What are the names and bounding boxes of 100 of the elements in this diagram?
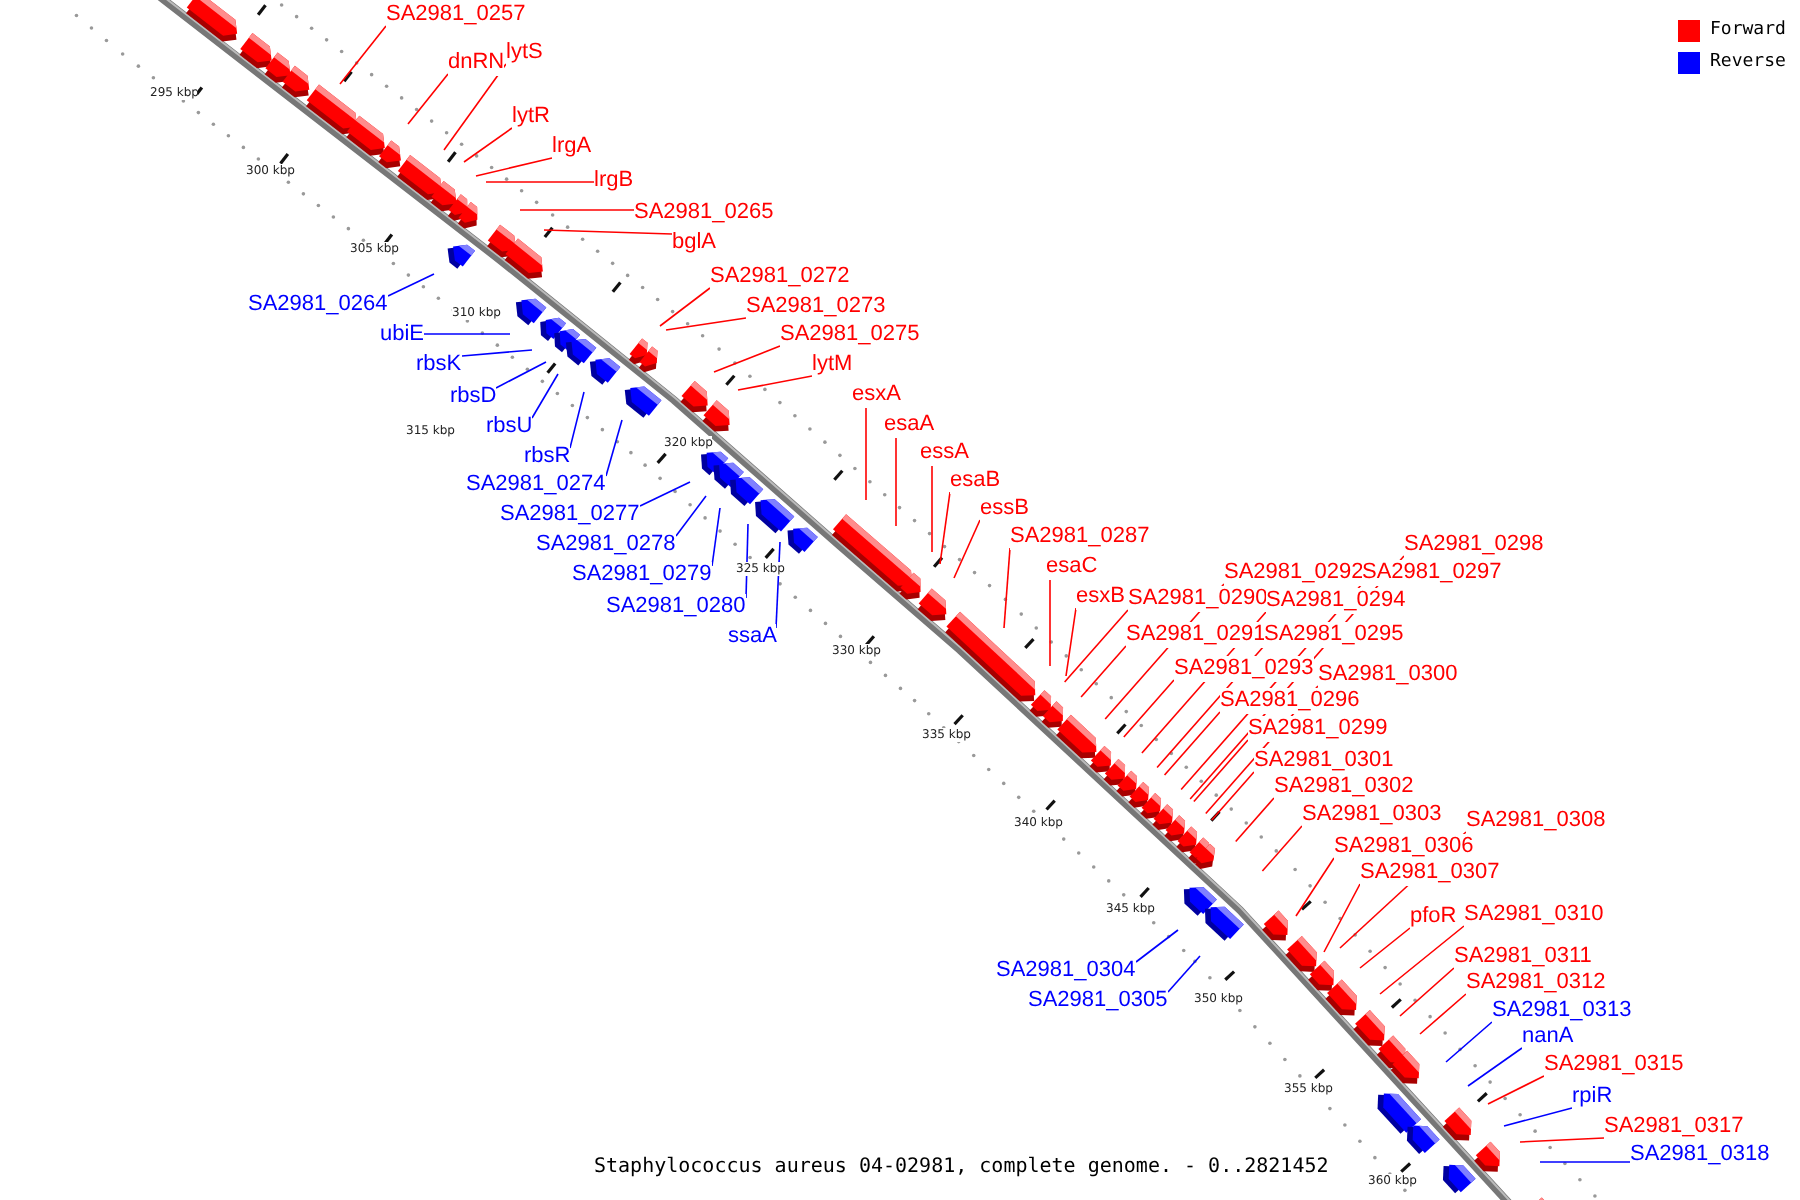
leader-line (713, 345, 781, 373)
gene-label: esaA (884, 412, 935, 438)
gene-label: SA2981_0296 (1220, 688, 1360, 714)
leader-line (1123, 679, 1175, 738)
leader-line (1467, 1047, 1523, 1087)
leader-line (387, 273, 435, 297)
gene-label: SA2981_0294 (1266, 588, 1406, 614)
gene-label: esaC (1046, 554, 1098, 580)
leader-line (543, 229, 673, 235)
gene-label: SA2981_0318 (1630, 1142, 1770, 1168)
gene-label: lytR (512, 104, 550, 130)
leader-line (1487, 1075, 1545, 1105)
gene-label: SA2981_0291 (1126, 622, 1266, 648)
leader-line (659, 287, 711, 327)
leader-line (675, 495, 707, 537)
gene-label: SA2981_0312 (1466, 970, 1606, 996)
gene-label: rpiR (1572, 1084, 1613, 1110)
leader-line (1063, 609, 1129, 683)
leader-line (895, 435, 897, 527)
leader-line (1080, 645, 1127, 698)
leader-line (461, 349, 533, 357)
gene-label: essB (980, 496, 1029, 522)
gene-label: SA2981_0315 (1544, 1052, 1684, 1078)
gene-label: SA2981_0264 (248, 292, 388, 318)
leader-line (1065, 607, 1077, 677)
leader-line (1503, 1107, 1573, 1127)
leader-line (775, 541, 781, 629)
caption: Staphylococcus aureus 04-02981, complete genome. - 0..2821452 (594, 1156, 1329, 1180)
leader-line (1399, 967, 1455, 1017)
leader-line (1234, 797, 1275, 843)
leader-line (931, 463, 933, 553)
gene-label: SA2981_0305 (1028, 988, 1168, 1014)
leader-line (1539, 1161, 1631, 1163)
gene-label: esxA (852, 382, 901, 408)
gene-label: SA2981_0292 (1224, 560, 1364, 586)
gene-label: esxB (1076, 584, 1125, 610)
leader-line (339, 25, 387, 85)
gene-label: lytM (812, 352, 853, 378)
gene-label: SA2981_0304 (996, 958, 1136, 984)
gene-label: SA2981_0311 (1454, 944, 1592, 970)
leader-line (639, 481, 691, 507)
leader-line (939, 491, 951, 565)
leader-line (1135, 929, 1179, 963)
gene-label: SA2981_0298 (1404, 532, 1544, 558)
gene-label: SA2981_0300 (1318, 662, 1458, 688)
gene-label: SA2981_0317 (1604, 1114, 1744, 1140)
leader-line (1419, 993, 1467, 1035)
gene-label: SA2981_0293 (1174, 656, 1314, 682)
gene-label: SA2981_0307 (1360, 860, 1500, 886)
gene-label: SA2981_0308 (1466, 808, 1606, 834)
leader-line (1193, 739, 1249, 803)
leader-line (569, 391, 585, 449)
gene-label: SA2981_0306 (1334, 834, 1474, 860)
gene-label: pfoR (1410, 904, 1457, 930)
leader-line (1163, 711, 1221, 776)
leader-line (605, 419, 623, 477)
gene-label: SA2981_0280 (606, 594, 746, 620)
gene-label: SA2981_0275 (780, 322, 920, 348)
gene-label: SA2981_0265 (634, 200, 774, 226)
leader-line (865, 405, 867, 501)
gene-label: SA2981_0290 (1128, 586, 1268, 612)
legend-label: Forward (1710, 20, 1786, 42)
leader-line (407, 73, 449, 125)
gene-label: bglA (672, 230, 717, 256)
leader-line (1519, 1137, 1605, 1143)
gene-label: SA2981_0272 (710, 264, 850, 290)
leader-line (475, 157, 553, 177)
leader-line (485, 181, 595, 183)
gene-label: lrgA (552, 134, 592, 160)
gene-label: nanA (1522, 1024, 1574, 1050)
gene-label: SA2981_0303 (1302, 802, 1442, 828)
leader-line (1379, 925, 1465, 995)
gene-label: esaB (950, 468, 1001, 494)
leader-line (1323, 883, 1361, 953)
leader-line (1003, 547, 1011, 629)
gene-label: SA2981_0287 (1010, 524, 1150, 550)
leader-line (953, 519, 981, 579)
leader-line (1295, 857, 1335, 917)
gene-label: SA2981_0302 (1274, 774, 1414, 800)
gene-label: SA2981_0299 (1248, 716, 1388, 742)
gene-label: SA2981_0297 (1362, 560, 1502, 586)
leader-line (531, 373, 559, 419)
leader-line (1167, 955, 1201, 993)
gene-label: SA2981_0279 (572, 562, 712, 588)
gene-label: SA2981_0278 (536, 532, 676, 558)
gene-label: SA2981_0295 (1264, 622, 1404, 648)
leader-line (737, 375, 813, 391)
gene-label: SA2981_0273 (746, 294, 886, 320)
leader-line (1210, 771, 1255, 821)
leader-line (519, 209, 635, 211)
legend-label: Reverse (1710, 52, 1786, 74)
gene-label: SA2981_0274 (466, 472, 606, 498)
gene-label: dnRN (448, 50, 505, 76)
leader-line (1445, 1021, 1493, 1063)
gene-label: SA2981_0257 (386, 2, 526, 28)
gene-label: SA2981_0301 (1254, 748, 1394, 774)
gene-label: SA2981_0313 (1492, 998, 1632, 1024)
leader-line (1359, 927, 1411, 969)
leader-line (495, 361, 547, 389)
leader-line (423, 333, 511, 335)
